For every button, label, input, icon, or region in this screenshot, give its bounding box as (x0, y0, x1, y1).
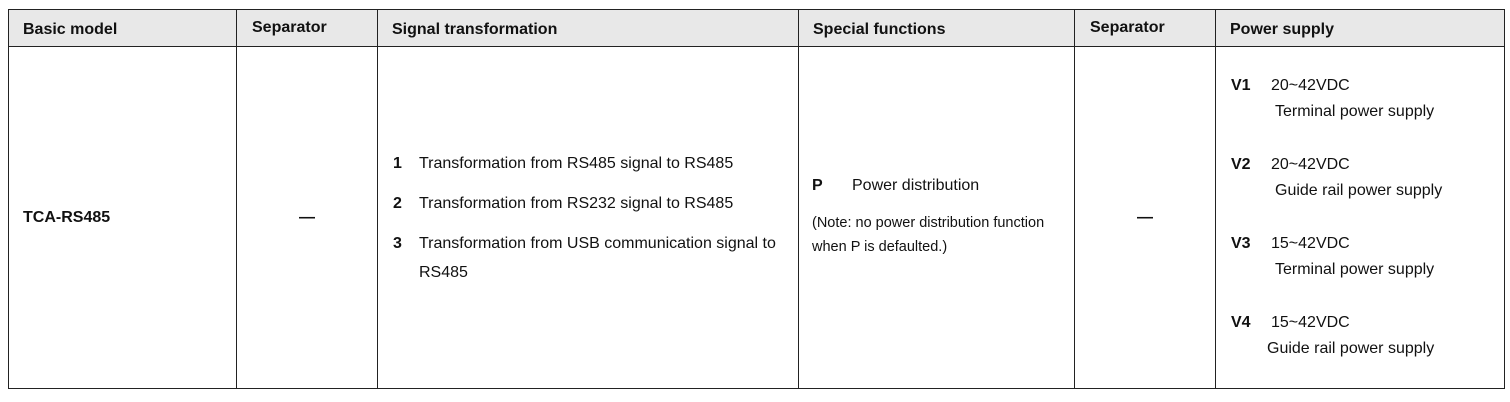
power-description: Terminal power supply (1275, 261, 1435, 278)
special-function: P Power distribution (Note: no power dis… (799, 177, 1074, 259)
model-selection-table: Basic model Separator Signal transformat… (8, 9, 1505, 389)
header-separator-1: Separator (236, 9, 378, 47)
power-item-v2: V2 20~42VDC Guide rail power supply (1231, 152, 1494, 204)
power-code: V4 (1231, 314, 1251, 331)
basic-model-value: TCA-RS485 (8, 46, 237, 389)
signal-transformation-cell: 1 Transformation from RS485 signal to RS… (377, 46, 799, 389)
power-code: V2 (1231, 156, 1251, 173)
separator-dash-2: — (1074, 46, 1216, 389)
special-function-item: P Power distribution (812, 177, 1064, 195)
table-row: TCA-RS485 — 1 Transformation from RS485 … (8, 46, 1505, 389)
header-power-supply: Power supply (1215, 9, 1505, 47)
power-voltage: 20~42VDC (1271, 77, 1350, 94)
power-code: V3 (1231, 235, 1251, 252)
special-functions-cell: P Power distribution (Note: no power dis… (798, 46, 1075, 389)
signal-description: Transformation from USB communication si… (419, 234, 776, 281)
power-item-v1: V1 20~42VDC Terminal power supply (1231, 73, 1494, 125)
signal-item-2: 2 Transformation from RS232 signal to RS… (393, 189, 788, 218)
signal-code: 2 (393, 194, 402, 212)
special-function-note: (Note: no power distribution function wh… (812, 214, 1045, 255)
signal-description: Transformation from RS232 signal to RS48… (419, 194, 734, 212)
power-description: Guide rail power supply (1275, 182, 1443, 199)
special-function-label: Power distribution (852, 176, 980, 194)
header-special-functions: Special functions (798, 9, 1075, 47)
power-supply-cell: V1 20~42VDC Terminal power supply V2 20~… (1215, 46, 1505, 389)
power-description: Guide rail power supply (1267, 340, 1435, 357)
separator-dash-1: — (236, 46, 378, 389)
power-code: V1 (1231, 77, 1251, 94)
special-function-code: P (812, 176, 823, 194)
power-list: V1 20~42VDC Terminal power supply V2 20~… (1216, 73, 1504, 362)
power-voltage: 15~42VDC (1271, 314, 1350, 331)
power-voltage: 15~42VDC (1271, 235, 1350, 252)
signal-description: Transformation from RS485 signal to RS48… (419, 154, 734, 172)
signal-list: 1 Transformation from RS485 signal to RS… (378, 149, 798, 287)
power-item-v4: V4 15~42VDC Guide rail power supply (1231, 310, 1494, 362)
signal-code: 3 (393, 234, 402, 252)
header-signal-transformation: Signal transformation (377, 9, 799, 47)
header-row: Basic model Separator Signal transformat… (8, 9, 1505, 47)
power-description: Terminal power supply (1275, 103, 1435, 120)
signal-item-3: 3 Transformation from USB communication … (393, 229, 788, 287)
signal-code: 1 (393, 154, 402, 172)
header-basic-model: Basic model (8, 9, 237, 47)
signal-item-1: 1 Transformation from RS485 signal to RS… (393, 149, 788, 178)
power-item-v3: V3 15~42VDC Terminal power supply (1231, 231, 1494, 283)
power-voltage: 20~42VDC (1271, 156, 1350, 173)
header-separator-2: Separator (1074, 9, 1216, 47)
